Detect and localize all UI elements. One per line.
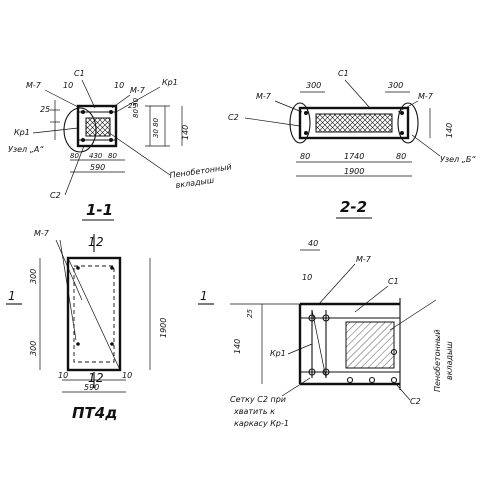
dim-10-left: 10 (58, 371, 68, 380)
mark-1: 1 (8, 289, 16, 303)
panel-section (76, 104, 118, 148)
dim-40: 40 (308, 239, 318, 248)
dim-140: 140 (181, 125, 190, 140)
cut-1-top: 1 (88, 235, 96, 249)
note-line-3: каркасу Кр-1 (234, 419, 289, 428)
dim-430: 430 (89, 152, 103, 160)
cut-2-bottom: 2 (96, 371, 104, 385)
label-m7-left: М-7 (256, 92, 272, 101)
label-m7: М-7 (356, 255, 372, 264)
plan-title: ПТ4д (72, 404, 117, 422)
dim-10-right: 10 (122, 371, 132, 380)
label-node-b: Узел „Б“ (440, 155, 476, 164)
label-m7: М-7 (34, 229, 50, 238)
dim-80b: 80 (108, 152, 117, 160)
dim-300-left: 300 (306, 81, 321, 90)
label-m7-right: М-7 (418, 92, 434, 101)
dim-590: 590 (90, 163, 105, 172)
label-node-a: Узел „А“ (8, 145, 44, 154)
dim-300-top: 300 (29, 269, 38, 284)
note-line-2: хватить к (233, 407, 275, 416)
mark-1: 1 (200, 289, 208, 303)
section-title-1-1: 1-1 (86, 201, 113, 219)
detail-view: 40 10 М-7 С1 1 25 140 Кр1 Сетку С (198, 239, 454, 428)
label-kp1-left: Кр1 (14, 128, 30, 137)
dim-10: 10 (302, 273, 312, 282)
dim-300-bottom: 300 (29, 341, 38, 356)
dim-25: 25 (246, 309, 254, 318)
panel-section-long (298, 106, 410, 140)
dim-140: 140 (445, 123, 454, 138)
label-insert: Пенобетонный (433, 330, 442, 392)
label-c2: С2 (410, 397, 421, 406)
label-m7-right: М-7 (130, 86, 146, 95)
label-c2: С2 (50, 191, 61, 200)
label-c1: С1 (74, 69, 85, 78)
dim-10a: 10 (63, 81, 73, 90)
dim-80a: 80 (70, 152, 79, 160)
foam-insert (345, 321, 395, 369)
label-insert-2: вкладыш (445, 341, 454, 380)
plan-pt: М-7 1 2 300 300 1 1900 1 2 10 10 590 ПТ4… (6, 229, 168, 422)
label-m7-left: М-7 (26, 81, 42, 90)
dim-1740: 1740 (344, 152, 364, 161)
dim-1900: 1900 (159, 318, 168, 338)
dim-1900: 1900 (344, 167, 364, 176)
foam-insert (315, 113, 393, 133)
plan-outline (66, 256, 122, 372)
label-kp1-right: Кр1 (162, 78, 178, 87)
dim-140: 140 (233, 339, 242, 354)
section-2-2: С1 М-7 М-7 300 300 С2 140 80 1740 80 190… (228, 69, 476, 219)
foam-insert (85, 117, 111, 137)
dim-590: 590 (84, 383, 99, 392)
note-line-1: Сетку С2 при (230, 395, 286, 404)
dim-80-right: 80 (396, 152, 406, 161)
cut-2-top: 2 (96, 235, 104, 249)
dim-25-left: 25 (40, 105, 50, 114)
section-title-2-2: 2-2 (340, 198, 367, 216)
cut-1-bottom: 1 (88, 371, 96, 385)
dim-80-30: 80 30 (132, 97, 140, 118)
label-c1: С1 (388, 277, 399, 286)
section-1-1: 25 С1 М-7 10 10 М-7 Кр1 25 80 30 30 80 1… (8, 69, 232, 221)
label-c1: С1 (338, 69, 349, 78)
label-c2: С2 (228, 113, 239, 122)
label-kp1: Кр1 (270, 349, 286, 358)
plan-inner (73, 265, 115, 363)
dim-80-left: 80 (300, 152, 310, 161)
dim-25-right: 25 (128, 102, 137, 110)
dim-30-80: 30 80 (152, 117, 160, 138)
dim-300-right: 300 (388, 81, 403, 90)
dim-10b: 10 (114, 81, 124, 90)
